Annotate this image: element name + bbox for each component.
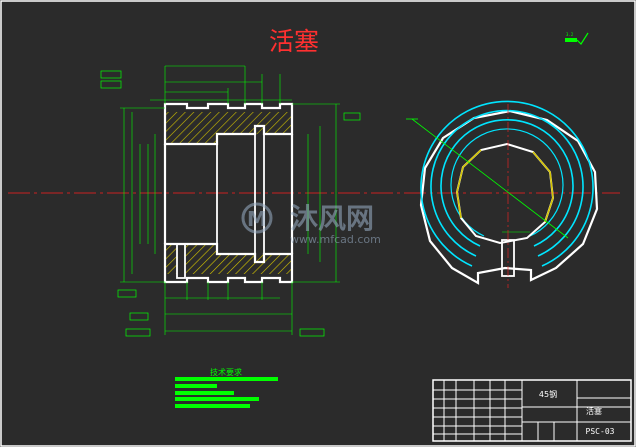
hatch-lower-left-edge — [165, 244, 177, 274]
watermark-url: www.mfcad.com — [290, 233, 381, 246]
roughness-symbol: 3.2 — [565, 32, 589, 45]
tech-requirements: 技术要求 — [175, 367, 278, 408]
title-block-part-name: 活塞 — [586, 406, 602, 416]
lower-slot — [176, 243, 186, 279]
tech-req-line-5 — [175, 404, 250, 408]
hatch-lower-left — [185, 244, 217, 274]
section-outline-lower — [163, 242, 294, 284]
roughness-value: 3.2 — [566, 32, 574, 37]
inner-hatch-edge-left — [456, 149, 482, 219]
drawing-title: 活塞 — [269, 27, 319, 56]
title-block-drawing-no: PSC-03 — [586, 427, 615, 436]
title-block-material: 45钢 — [539, 389, 557, 399]
watermark-cn: 沐风网 — [290, 202, 374, 235]
ring-3 — [440, 118, 574, 247]
end-view-outer-polygon — [419, 109, 599, 285]
inner-hatch-edge-right — [532, 151, 554, 223]
ring-inner — [450, 128, 564, 237]
tech-req-line-2 — [175, 384, 217, 388]
hatch-lower-right — [217, 254, 292, 274]
tech-req-line-1 — [175, 377, 278, 381]
leader-diagonal — [411, 118, 569, 239]
tech-req-line-3 — [175, 391, 234, 395]
section-dimensions — [120, 65, 340, 335]
ring-outer — [420, 100, 594, 267]
ring-2 — [430, 109, 584, 257]
tech-requirements-heading: 技术要求 — [210, 367, 242, 377]
section-outline-upper — [163, 102, 294, 146]
hatch-upper-right — [217, 112, 292, 134]
end-view — [406, 100, 599, 288]
watermark: M 沐风网 www.mfcad.com — [241, 202, 381, 246]
watermark-logo-icon — [241, 202, 273, 234]
tech-req-line-4 — [175, 397, 259, 401]
hatch-upper-left — [165, 112, 217, 144]
tolerance-frames — [100, 70, 361, 337]
section-view — [163, 102, 294, 284]
watermark-logo-letter: M — [247, 207, 267, 231]
title-block — [432, 379, 632, 442]
